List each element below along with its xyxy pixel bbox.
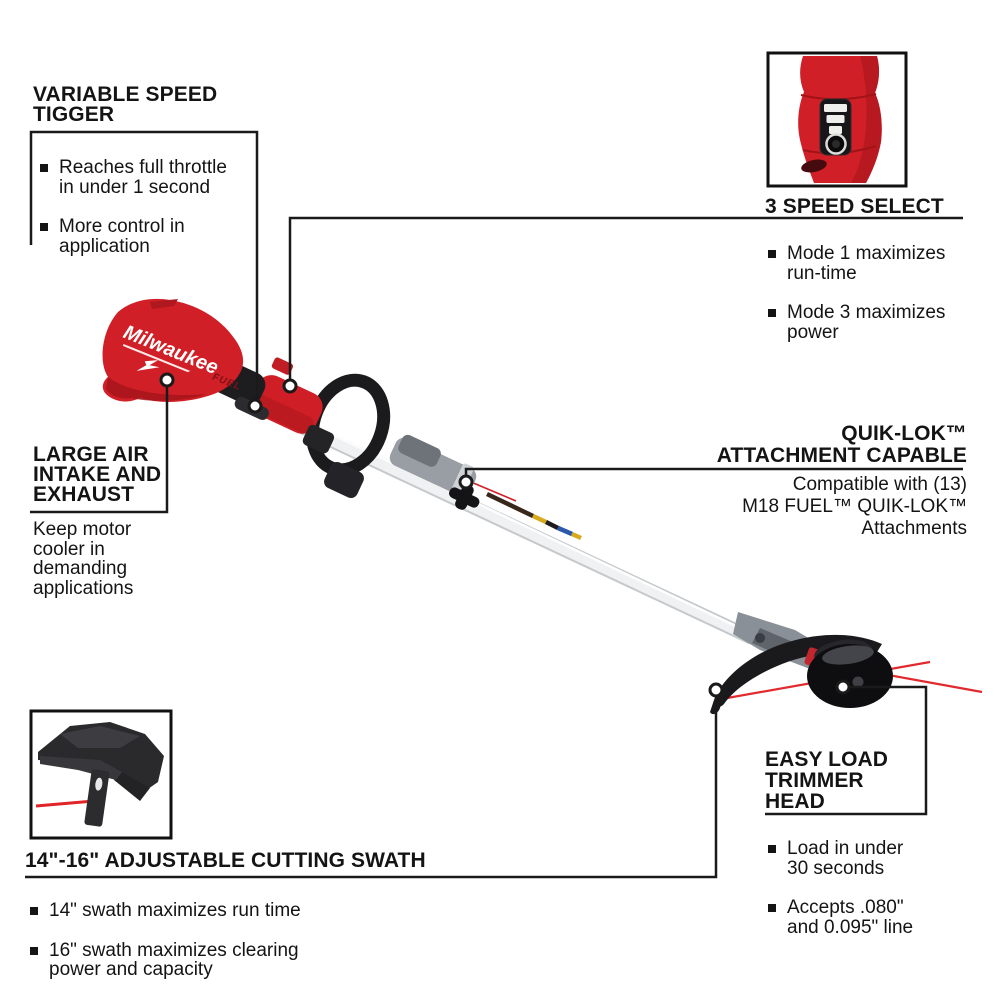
trimmer-head-spool <box>804 639 893 708</box>
bullet-square-icon <box>768 845 776 853</box>
cutting-swath-inset-image <box>29 709 173 840</box>
bullet-text: Mode 3 maximizes power <box>787 302 946 343</box>
bullet-square-icon <box>768 904 776 913</box>
cutting-swath-callout-line <box>25 697 718 879</box>
variable-speed-callout-line <box>29 130 259 399</box>
list-item: More control in application <box>40 217 227 256</box>
variable-speed-bullets: Reaches full throttle in under 1 second … <box>40 140 227 274</box>
list-item: 14" swath maximizes run time <box>30 901 301 921</box>
speed-select-collar <box>250 375 335 454</box>
quik-lok-callout-line <box>464 467 963 475</box>
list-item: Reaches full throttle in under 1 second <box>40 158 227 197</box>
bullet-text: Accepts .080" and 0.095" line <box>787 897 914 938</box>
spool-callout-point <box>835 679 851 695</box>
speed-select-bullets: Mode 1 maximizes run-time Mode 3 maximiz… <box>768 226 945 360</box>
bullet-text: Reaches full throttle in under 1 second <box>59 157 227 198</box>
line-cutoff-blade <box>84 769 110 827</box>
easy-load-bullets: Load in under 30 seconds Accepts .080" a… <box>768 821 913 955</box>
cutting-swath-bullets: 14" swath maximizes run time 16" swath m… <box>30 883 301 998</box>
trigger-callout-point <box>247 398 263 414</box>
list-item: Mode 1 maximizes run-time <box>768 244 945 283</box>
bullet-text: 16" swath maximizes clearing power and c… <box>49 939 299 981</box>
bullet-square-icon <box>768 250 776 258</box>
quik-lok-coupler <box>389 434 480 510</box>
bullet-square-icon <box>30 907 38 915</box>
trimmer-shaft <box>293 419 757 644</box>
easy-load-callout-line <box>765 685 928 816</box>
easy-load-title: EASY LOAD TRIMMER HEAD <box>765 748 889 813</box>
list-item: Load in under 30 seconds <box>768 839 913 878</box>
quik-lok-callout-point <box>458 474 474 490</box>
speed-select-panel <box>819 98 852 156</box>
bullet-text: Load in under 30 seconds <box>787 838 904 879</box>
speed-select-title: 3 SPEED SELECT <box>765 195 944 218</box>
guard-callout-point <box>708 682 724 698</box>
speed-select-inset-image <box>766 51 908 188</box>
callout-lines <box>25 130 963 879</box>
cutting-swath-title: 14"-16" ADJUSTABLE CUTTING SWATH <box>25 849 426 872</box>
list-item: Accepts .080" and 0.095" line <box>768 898 913 937</box>
bullet-square-icon <box>40 223 48 232</box>
quik-lok-body: Compatible with (13) M18 FUEL™ QUIK-LOK™… <box>742 474 967 539</box>
list-item: Mode 3 maximizes power <box>768 303 945 342</box>
large-air-callout-line <box>30 387 169 514</box>
list-item: 16" swath maximizes clearing power and c… <box>30 939 301 981</box>
air-intake-callout-point <box>159 372 175 388</box>
speed-select-callout-line <box>288 216 963 379</box>
bullet-square-icon <box>768 309 776 318</box>
wing-knob <box>449 484 480 510</box>
large-air-body: Keep motor cooler in demanding applicati… <box>33 519 134 599</box>
lightning-bolt-icon <box>136 360 160 371</box>
callout-points <box>159 372 851 698</box>
bullet-square-icon <box>30 946 38 955</box>
inset-trimmer-line <box>35 799 95 808</box>
bullet-square-icon <box>40 164 48 172</box>
bullet-text: Mode 1 maximizes run-time <box>787 243 946 284</box>
bullet-text: More control in application <box>59 216 185 257</box>
trimmer-product: Milwaukee FUEL <box>102 298 983 715</box>
bullet-text: 14" swath maximizes run time <box>49 900 301 921</box>
motor-housing: Milwaukee FUEL <box>102 298 244 402</box>
quik-lok-title: QUIK-LOK™ ATTACHMENT CAPABLE <box>716 422 967 467</box>
large-air-title: LARGE AIR INTAKE AND EXHAUST <box>33 443 162 506</box>
variable-speed-title: VARIABLE SPEED TIGGER <box>33 83 218 126</box>
speed-select-callout-point <box>282 378 298 394</box>
